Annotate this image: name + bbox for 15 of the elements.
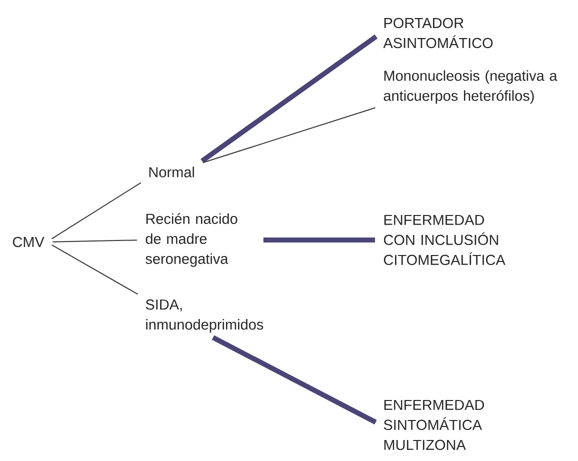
thick-line (263, 238, 375, 242)
label-text: ENFERMEDAD SINTOMÁTICA MULTIZONA (384, 400, 484, 450)
thick-line (212, 335, 377, 424)
label-text: Normal (149, 166, 194, 178)
line (202, 107, 376, 164)
line (52, 240, 138, 242)
label-text: SIDA, inmunodeprimidos (146, 299, 264, 333)
label-text: PORTADOR ASINTOMÁTICO (383, 18, 493, 48)
label-text: Mononucleosis (negativa a anticuerpos heterófilos) (384, 70, 558, 104)
label-text: ENFERMEDAD CON INCLUSIÓN CITOMEGALÍTICA (384, 214, 506, 266)
line (51, 182, 142, 240)
label-text: CMV (12, 236, 44, 248)
line (51, 244, 138, 295)
thick-line (200, 34, 378, 164)
label-text: Recién nacido de madre seronegativa (146, 213, 238, 267)
